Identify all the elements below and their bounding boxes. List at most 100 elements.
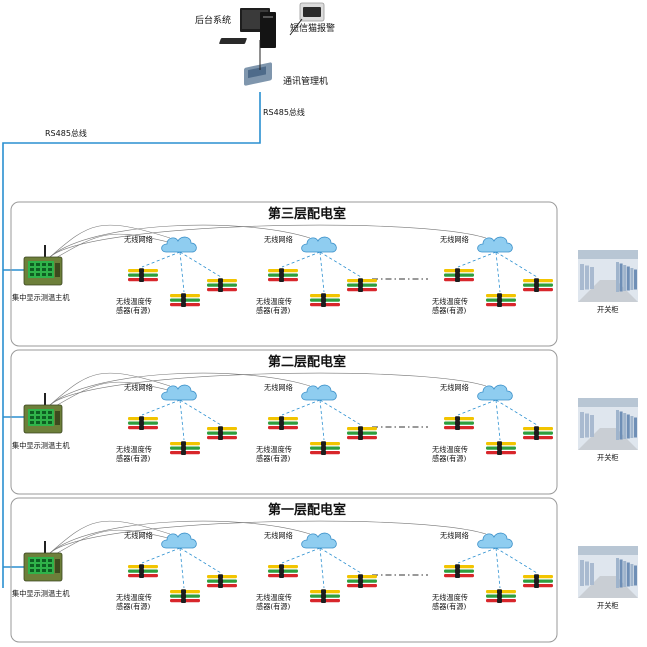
cabinet-panel [630,416,634,438]
cabinet-label: 开关柜 [597,305,619,314]
room-frame [10,497,558,643]
temperature-sensor-icon [207,426,237,440]
temperature-sensor-icon [523,426,553,440]
rs485-bus-line [2,92,261,588]
dashed-wireless-link [319,547,325,589]
network-label: 无线网络 [124,383,153,392]
host-screen-cell [42,263,46,266]
sensor-label-line1: 无线温度传 [116,445,152,454]
cabinet-panel [630,268,634,290]
sensor-clip [455,420,460,426]
sensor-clip [534,583,539,588]
network-label: 无线网络 [264,531,293,540]
host-screen-cell [30,569,34,572]
dashed-wireless-link [495,399,501,441]
device-icons [23,2,638,603]
room-title: 第一层配电室 [268,503,347,518]
sensor-clip [139,420,144,426]
network-label: 无线网络 [440,531,469,540]
sms-alarm-label: 短信猫报警 [290,24,336,34]
sensor-clip [279,268,284,273]
sensor-label-line1: 无线温度传 [432,445,468,454]
keyboard [219,38,247,44]
sensor-clip [279,564,284,569]
temperature-sensor-icon [523,278,553,292]
cabinet-panel-left [590,415,594,437]
sensor-clip [218,435,223,440]
sensor-label-line1: 无线温度传 [256,445,292,454]
host-screen-cell [30,564,34,567]
wireless-cloud-icon [161,236,197,253]
sensor-label-line2: 感器(有源) [256,306,291,315]
temperature-sensor-icon [207,278,237,292]
temperature-host-icon [23,541,63,582]
temperature-sensor-icon [347,426,377,440]
network-label: 无线网络 [264,383,293,392]
sensor-clip [218,287,223,292]
host-label: 集中显示测温主机 [12,589,70,598]
rs485-label-vertical: RS485总线 [263,108,305,117]
sensor-clip [139,568,144,574]
backend-system-label: 后台系统 [195,16,232,26]
cabinet-ceiling [578,546,638,555]
sensor-label-line2: 感器(有源) [116,306,151,315]
sensor-clip [279,277,284,282]
temperature-sensor-icon [486,293,516,307]
sensor-clip [534,574,539,579]
tower-drive [263,16,273,18]
dashed-wireless-link [319,251,362,278]
sensor-clip [534,430,539,436]
sensor-clip [455,268,460,273]
sensor-clip [358,578,363,584]
host-screen-cell [30,421,34,424]
sms-modem-icon [289,2,325,36]
sensor-clip [279,416,284,421]
sensor-label-line1: 无线温度传 [256,297,292,306]
host-screen-cell [30,273,34,276]
sensor-label-line1: 无线温度传 [116,593,152,602]
dashed-wireless-link [495,399,538,426]
sensor-label-line2: 感器(有源) [256,454,291,463]
cabinet-panel [626,562,630,587]
host-screen-cell [48,564,52,567]
cloud-shape [301,236,337,253]
dashed-wireless-link [281,547,321,564]
wireless-cloud-icon [161,384,197,401]
cabinet-panel [630,564,634,586]
sensor-clip [497,445,502,451]
sensor-clip [218,578,223,584]
sensor-clip [358,278,363,283]
host-label: 集中显示测温主机 [12,441,70,450]
cloud-shape [161,384,197,401]
wireless-link-wave [53,233,169,260]
cloud-shape [161,532,197,549]
host-screen-cell [48,263,52,266]
host-screen-cell [48,416,52,419]
sensor-clip [321,593,326,599]
dashed-wireless-link [281,251,321,268]
sensor-clip [218,583,223,588]
host-screen-cell [36,564,40,567]
sensor-label-line2: 感器(有源) [116,454,151,463]
cabinet-panel [623,561,627,587]
converter-face [248,66,266,79]
cabinet-panel [626,266,630,291]
room-title: 第三层配电室 [268,207,347,222]
sensor-clip [321,297,326,303]
sensor-clip [534,435,539,440]
wireless-link-wave [49,372,487,406]
sensor-clip [279,568,284,574]
host-screen-cell [36,559,40,562]
dashed-wireless-link [179,547,222,574]
temperature-sensor-icon [128,268,158,282]
temperature-sensor-icon [128,564,158,578]
computer-tower-icon [219,8,276,48]
host-screen-cell [36,569,40,572]
host-screen-cell [42,564,46,567]
host-screen-cell [30,416,34,419]
sensor-clip [358,574,363,579]
sensor-clip [181,593,186,599]
sensor-clip [534,426,539,431]
sensor-clip [358,583,363,588]
host-screen-cell [42,416,46,419]
